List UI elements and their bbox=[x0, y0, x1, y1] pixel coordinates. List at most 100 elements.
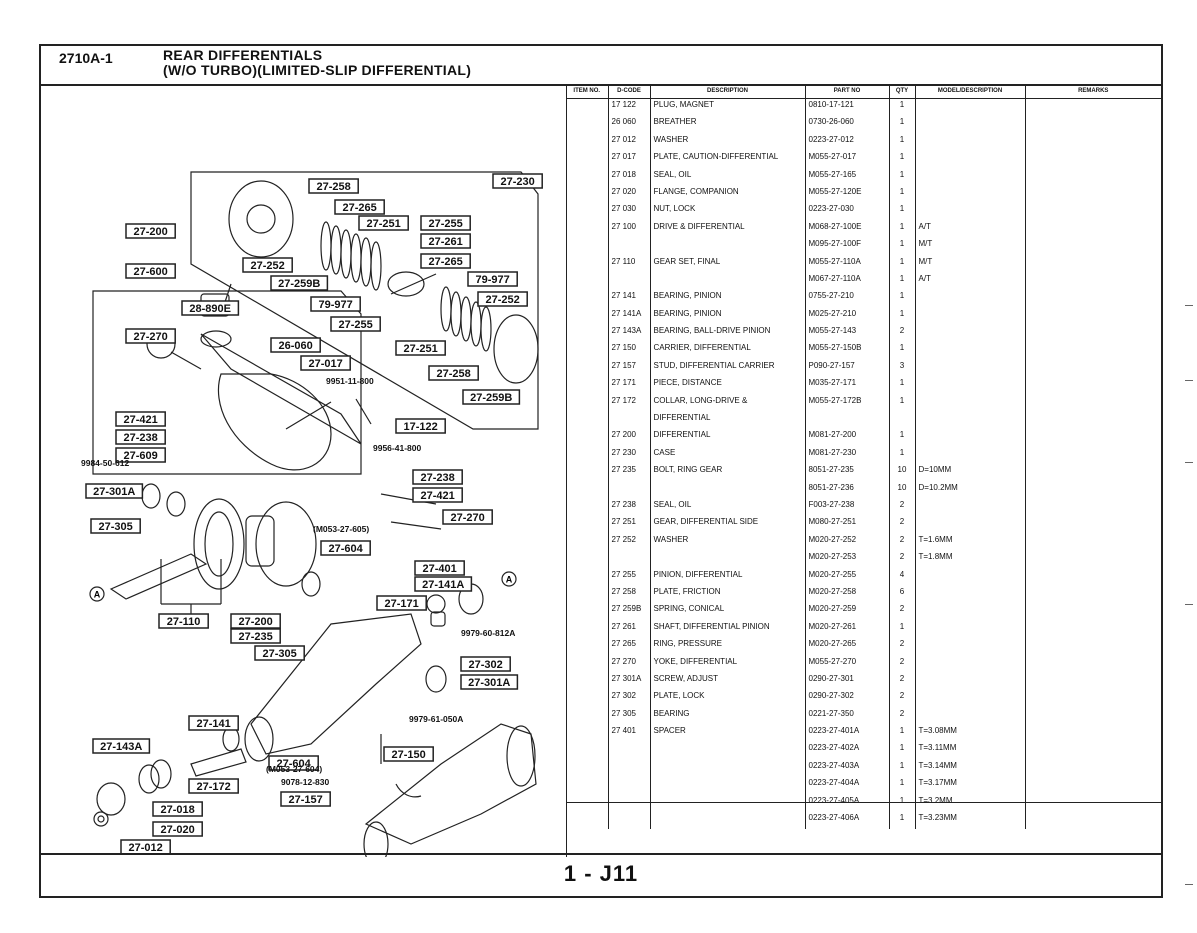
cell-empty bbox=[1024, 203, 1161, 221]
drive-pinion-drawing bbox=[109, 553, 208, 600]
cell-part: M055-27-143 bbox=[804, 325, 889, 343]
part-callout: 27-251 bbox=[395, 340, 446, 356]
cell-desc bbox=[649, 272, 805, 291]
part-callout: 27-251 bbox=[358, 215, 409, 231]
cell-model: D=10MM bbox=[914, 464, 1025, 482]
cell-model bbox=[914, 568, 1025, 586]
cell-desc: FLANGE, COMPANION bbox=[649, 185, 805, 204]
cell-empty bbox=[1024, 672, 1161, 691]
cell-dcode bbox=[607, 272, 650, 291]
cell-part: 0223-27-404A bbox=[804, 777, 889, 795]
cell-empty bbox=[566, 412, 608, 429]
cell-qty: 1 bbox=[888, 151, 915, 169]
cell-desc: BEARING, PINION bbox=[649, 290, 805, 308]
cell-desc: COLLAR, LONG-DRIVE & bbox=[649, 394, 805, 413]
cell-empty bbox=[566, 325, 608, 342]
cell-desc: YOKE, DIFFERENTIAL bbox=[649, 655, 805, 673]
cell-desc: DRIVE & DIFFERENTIAL bbox=[649, 220, 805, 239]
callout-label: 27-258 bbox=[316, 181, 350, 193]
callout-box bbox=[420, 215, 471, 231]
part-callout: 27-270 bbox=[125, 328, 176, 344]
callout-label: 27-157 bbox=[288, 794, 322, 806]
cell-empty bbox=[1024, 377, 1161, 395]
cell-model: T=3.11MM bbox=[914, 742, 1025, 760]
callout-box bbox=[414, 576, 473, 592]
callout-box bbox=[442, 509, 493, 525]
cell-empty bbox=[1024, 133, 1161, 152]
cell-qty: 2 bbox=[888, 325, 915, 343]
callout-label: 27-270 bbox=[450, 512, 484, 524]
callout-label: 27-012 bbox=[128, 842, 162, 854]
cell-empty bbox=[566, 116, 608, 133]
cell-desc: NUT, LOCK bbox=[649, 203, 805, 221]
cell-desc bbox=[649, 551, 805, 569]
cell-qty: 1 bbox=[888, 759, 915, 778]
cell-model bbox=[914, 185, 1025, 204]
callout-label: 27-259B bbox=[470, 392, 512, 404]
cell-part: M020-27-252 bbox=[804, 533, 889, 552]
cell-qty: 1 bbox=[888, 203, 915, 221]
cell-dcode: 27 100 bbox=[607, 220, 650, 239]
part-callout: 27-301A bbox=[460, 674, 519, 690]
cell-part: M055-27-120E bbox=[804, 185, 889, 204]
cell-empty bbox=[1024, 290, 1161, 308]
cell-model bbox=[914, 133, 1025, 152]
cell-part: 0755-27-210 bbox=[804, 290, 889, 308]
reference-circle bbox=[501, 571, 517, 587]
cell-model bbox=[914, 98, 1025, 117]
cell-empty bbox=[566, 273, 608, 290]
cell-desc: RING, PRESSURE bbox=[649, 638, 805, 656]
cell-dcode bbox=[607, 742, 650, 760]
cell-part: M020-27-253 bbox=[804, 551, 889, 569]
callout-label: 27-302 bbox=[468, 659, 502, 671]
cell-empty bbox=[1024, 307, 1161, 326]
part-callout: 27-200 bbox=[125, 223, 176, 239]
cell-desc: DIFFERENTIAL bbox=[649, 429, 805, 447]
cell-dcode: 27 172 bbox=[607, 394, 650, 413]
cell-qty: 1 bbox=[888, 446, 915, 465]
cell-part: M081-27-200 bbox=[804, 429, 889, 447]
cell-qty: 1 bbox=[888, 394, 915, 413]
part-number-label: 9979-61-050A bbox=[409, 714, 463, 724]
callout-box bbox=[376, 595, 427, 611]
callout-label: 27-265 bbox=[342, 202, 376, 214]
callout-box bbox=[90, 518, 141, 534]
cell-desc: WASHER bbox=[649, 133, 805, 152]
cell-qty: 4 bbox=[888, 568, 915, 586]
cell-part: 0223-27-406A bbox=[804, 812, 889, 830]
cell-empty bbox=[1024, 707, 1161, 726]
cell-dcode: 27 301A bbox=[607, 672, 650, 691]
cell-empty bbox=[1024, 151, 1161, 169]
cell-empty bbox=[566, 395, 608, 412]
cell-desc: GEAR, DIFFERENTIAL SIDE bbox=[649, 516, 805, 534]
cell-qty: 1 bbox=[888, 794, 915, 813]
margin-tick bbox=[1185, 462, 1193, 463]
cell-part: M020-27-261 bbox=[804, 620, 889, 639]
cell-dcode: 27 251 bbox=[607, 516, 650, 534]
cell-dcode: 27 020 bbox=[607, 185, 650, 204]
sheet-header: 2710A-1 REAR DIFFERENTIALS (W/O TURBO)(L… bbox=[41, 46, 1161, 86]
cell-part: M055-27-150B bbox=[804, 342, 889, 360]
callout-label: 27-252 bbox=[485, 294, 519, 306]
cell-qty: 2 bbox=[888, 603, 915, 621]
cell-qty: 1 bbox=[888, 185, 915, 204]
cell-desc: DIFFERENTIAL bbox=[649, 412, 805, 430]
part-number-label: (M053-27-604) bbox=[266, 764, 322, 774]
callout-label: 27-018 bbox=[160, 804, 194, 816]
cell-desc: PIECE, DISTANCE bbox=[649, 377, 805, 395]
cell-empty bbox=[1024, 725, 1161, 743]
cell-empty bbox=[566, 290, 608, 307]
part-callout: 27-110 bbox=[158, 613, 209, 629]
part-callout: 27-252 bbox=[477, 291, 528, 307]
cell-model bbox=[914, 655, 1025, 673]
callout-label: 27-265 bbox=[428, 256, 462, 268]
